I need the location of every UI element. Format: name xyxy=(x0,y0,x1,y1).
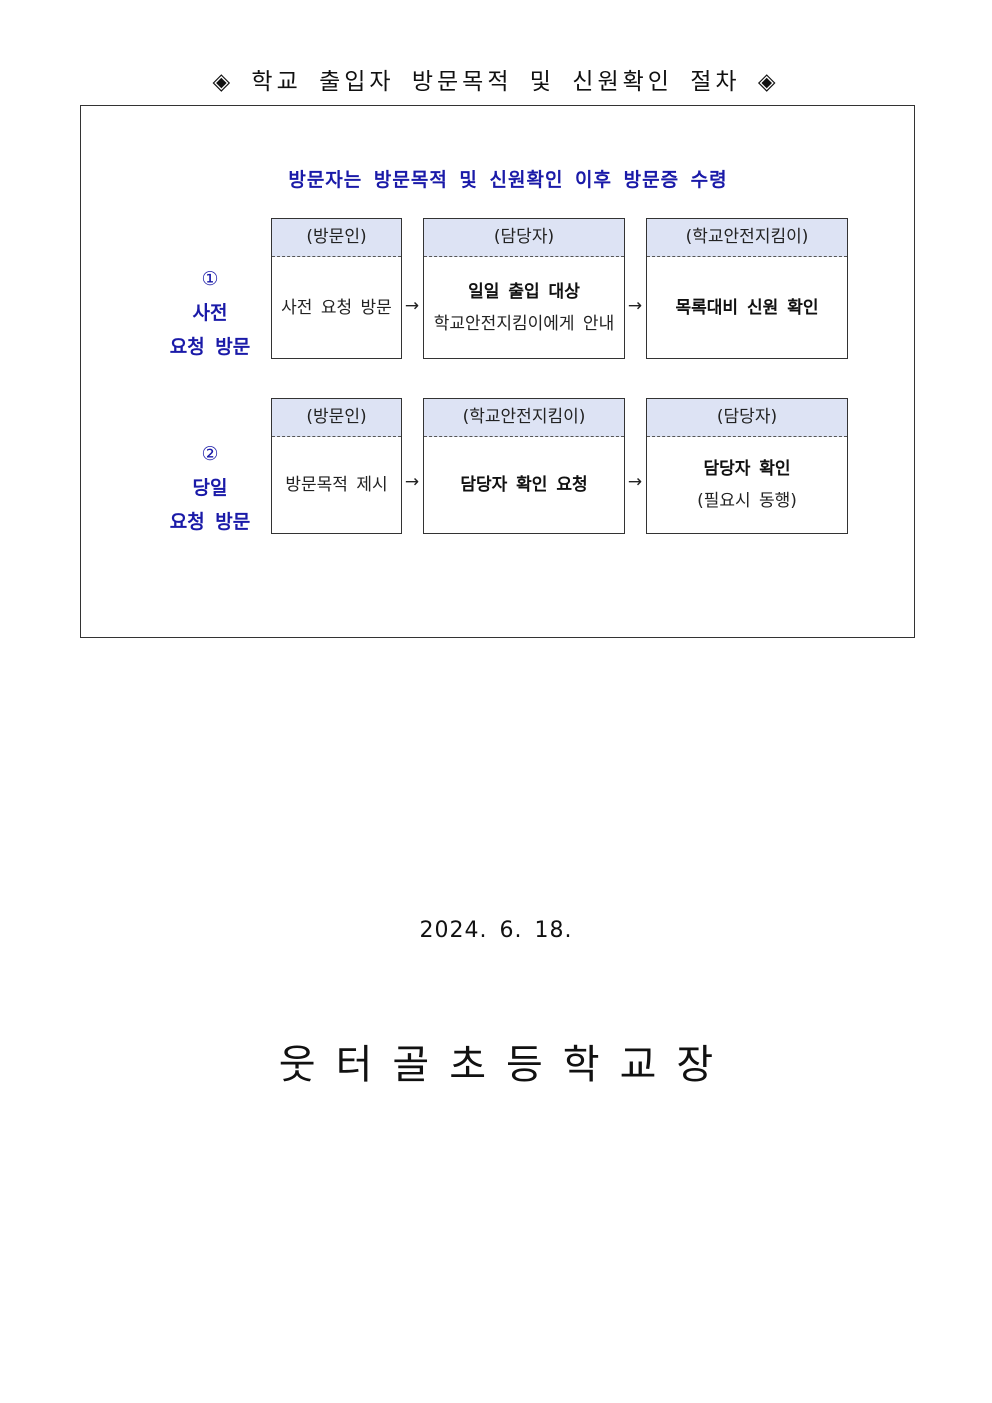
procedure-banner: 방문자는 방문목적 및 신원확인 이후 방문증 수령 xyxy=(288,169,728,191)
step-text: 방문목적 제시 xyxy=(285,475,388,495)
document-date: 2024. 6. 18. xyxy=(419,918,573,943)
step-header: (학교안전지킴이) xyxy=(647,219,847,257)
step-text: 사전 요청 방문 xyxy=(281,297,392,318)
procedure-frame xyxy=(80,105,915,638)
document-title: ◈ 학교 출입자 방문목적 및 신원확인 절차 ◈ xyxy=(212,69,780,95)
step-text: (필요시 동행) xyxy=(697,491,797,511)
row-number: ② xyxy=(201,443,219,465)
row-label-sameday: ② 당일 요청 방문 xyxy=(160,437,260,539)
step-box-guard: (학교안전지킴이) 담당자 확인 요청 xyxy=(423,398,625,534)
row-name: 사전 xyxy=(192,302,228,324)
arrow-icon: → xyxy=(404,472,420,492)
step-box-visitor: (방문인) 사전 요청 방문 xyxy=(271,218,402,359)
row-label-advance: ① 사전 요청 방문 xyxy=(160,262,260,364)
row-number: ① xyxy=(201,268,219,290)
step-text: 일일 출입 대상 xyxy=(468,281,580,302)
step-header: (담당자) xyxy=(647,399,847,437)
arrow-icon: → xyxy=(627,296,643,316)
step-text: 목록대비 신원 확인 xyxy=(675,297,819,318)
step-body: 목록대비 신원 확인 xyxy=(647,257,847,358)
arrow-icon: → xyxy=(404,296,420,316)
step-text: 담당자 확인 요청 xyxy=(460,475,588,495)
row-subtitle: 요청 방문 xyxy=(169,336,251,358)
row-name: 당일 xyxy=(192,477,228,499)
step-header: (학교안전지킴이) xyxy=(424,399,624,437)
step-header: (방문인) xyxy=(272,399,401,437)
step-box-visitor: (방문인) 방문목적 제시 xyxy=(271,398,402,534)
row-subtitle: 요청 방문 xyxy=(169,511,251,533)
step-text: 학교안전지킴이에게 안내 xyxy=(433,313,615,334)
step-body: 담당자 확인 요청 xyxy=(424,437,624,533)
step-text: 담당자 확인 xyxy=(703,459,791,479)
step-header: (담당자) xyxy=(424,219,624,257)
step-box-manager: (담당자) 일일 출입 대상 학교안전지킴이에게 안내 xyxy=(423,218,625,359)
arrow-icon: → xyxy=(627,472,643,492)
signature-school-principal: 웃터골초등학교장 xyxy=(278,1042,734,1088)
step-box-manager: (담당자) 담당자 확인 (필요시 동행) xyxy=(646,398,848,534)
step-header: (방문인) xyxy=(272,219,401,257)
step-body: 방문목적 제시 xyxy=(272,437,401,533)
step-body: 사전 요청 방문 xyxy=(272,257,401,358)
step-body: 일일 출입 대상 학교안전지킴이에게 안내 xyxy=(424,257,624,358)
step-body: 담당자 확인 (필요시 동행) xyxy=(647,437,847,533)
step-box-guard: (학교안전지킴이) 목록대비 신원 확인 xyxy=(646,218,848,359)
